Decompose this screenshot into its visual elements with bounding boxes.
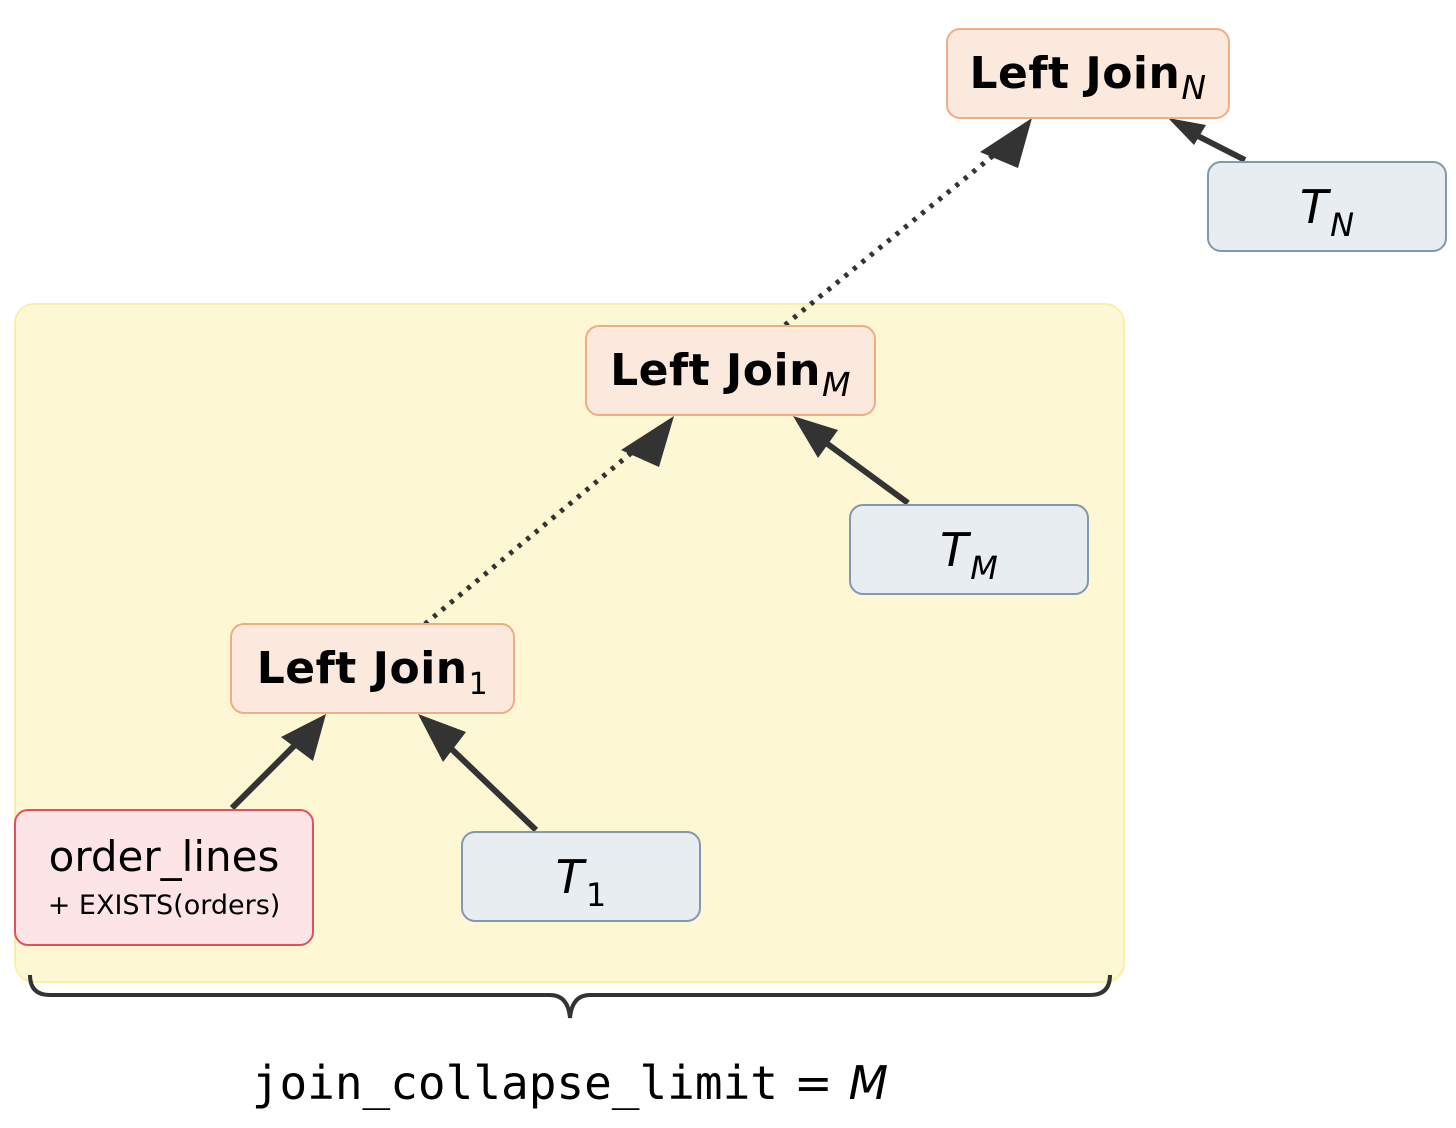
table-t1-subscript: 1 — [585, 875, 607, 914]
edge-tn-to-join-n — [1188, 129, 1247, 163]
caption-operator: = — [793, 1056, 833, 1110]
caption: join_collapse_limit=M — [0, 1060, 1140, 1106]
arrowhead-join-m-join-n — [980, 118, 1032, 168]
table-t1-label: T — [555, 849, 584, 904]
table-tm-subscript: M — [970, 548, 998, 587]
underbrace — [28, 974, 1112, 1019]
edge-t1-to-join-1 — [435, 733, 539, 833]
left-join-1-label: Left Join — [256, 642, 468, 694]
left-join-1-subscript: 1 — [468, 666, 489, 702]
left-join-1-node: Left Join1 — [230, 623, 515, 714]
table-tn-subscript: N — [1330, 205, 1355, 244]
left-join-n-label: Left Join — [969, 47, 1181, 99]
order-lines-node: order_lines + EXISTS(orders) — [14, 809, 314, 946]
arrowhead-join-1-join-m — [621, 416, 674, 467]
left-join-m-subscript: M — [821, 364, 851, 404]
edge-tm-to-join-m — [812, 431, 910, 506]
left-join-n-node: Left JoinN — [946, 28, 1230, 119]
left-join-n-subscript: N — [1181, 67, 1207, 107]
order-lines-note: + EXISTS(orders) — [47, 890, 281, 921]
table-tn-node: TN — [1207, 161, 1447, 252]
table-tm-node: TM — [849, 504, 1089, 595]
left-join-m-label: Left Join — [610, 344, 821, 396]
table-tm-label: T — [940, 522, 969, 577]
caption-setting: join_collapse_limit — [251, 1056, 778, 1110]
edge-join-1-to-join-m — [423, 442, 644, 626]
arrowhead-tm-join-m — [793, 416, 838, 458]
arrowhead-source-join-1 — [281, 714, 326, 761]
caption-value: M — [848, 1056, 889, 1110]
edge-join-m-to-join-n — [783, 148, 1002, 327]
table-t1-node: T1 — [461, 831, 701, 922]
edge-source-to-join-1 — [229, 734, 306, 811]
arrowhead-t1-join-1 — [418, 714, 466, 762]
table-tn-label: T — [1299, 179, 1329, 234]
arrowhead-tn-join-n — [1168, 118, 1206, 145]
order-lines-label: order_lines — [48, 832, 280, 881]
left-join-m-node: Left JoinM — [585, 325, 876, 416]
